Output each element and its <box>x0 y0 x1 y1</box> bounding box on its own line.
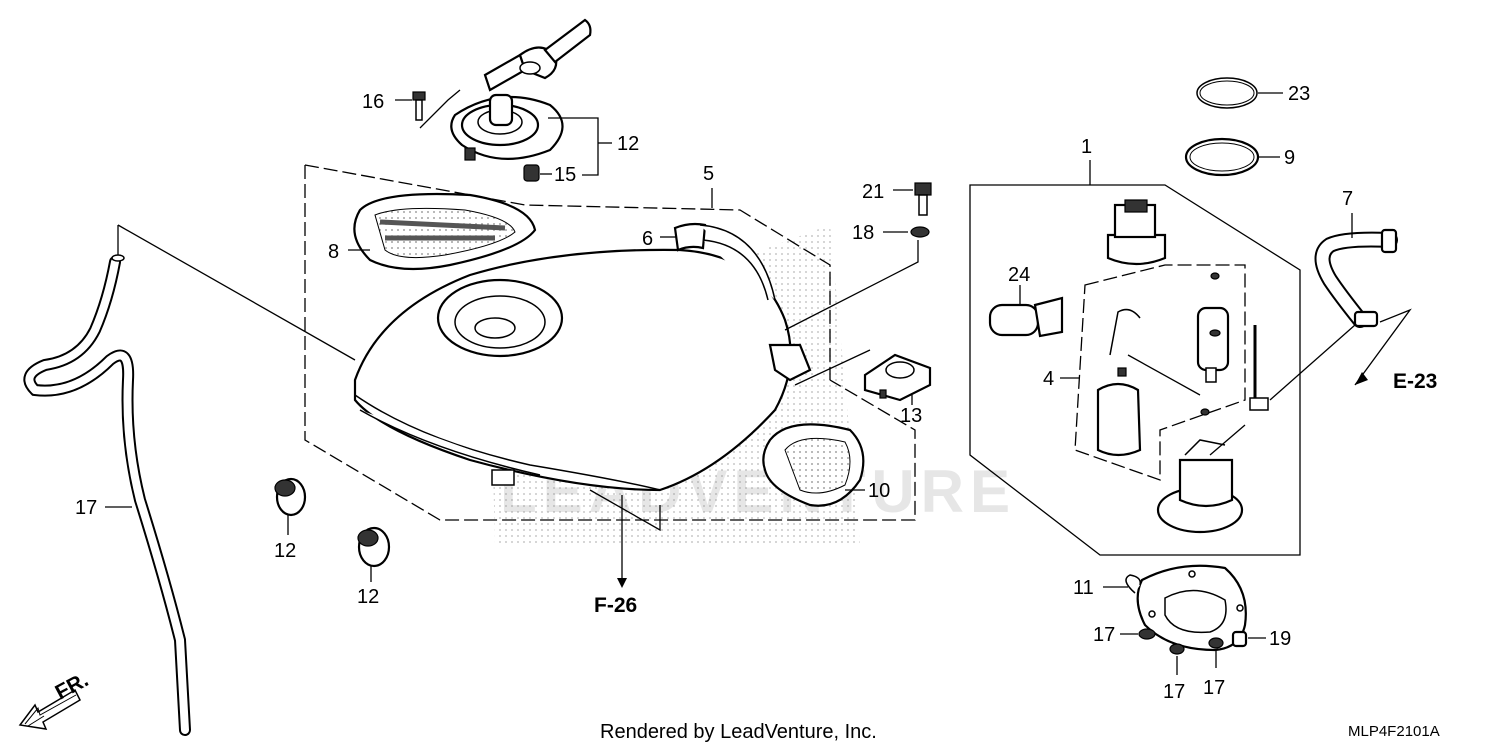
callout-12b: 12 <box>357 586 379 608</box>
callout-21: 17 <box>75 497 97 519</box>
bolt-16[interactable] <box>412 91 426 121</box>
washer-19[interactable] <box>910 226 930 238</box>
callout-23: 23 <box>1288 83 1310 105</box>
callout-7: 7 <box>1342 188 1353 210</box>
cover-10[interactable] <box>762 423 865 507</box>
callout-17b: 17 <box>1163 681 1185 703</box>
callout-8: 8 <box>328 241 339 263</box>
bolt-22[interactable] <box>914 182 932 216</box>
footer-credit: Rendered by LeadVenture, Inc. <box>600 721 877 743</box>
clip-13[interactable] <box>863 353 932 402</box>
callout-17a: 17 <box>1093 624 1115 646</box>
callout-6: 6 <box>642 228 653 250</box>
cover-8[interactable] <box>353 192 537 271</box>
nut-17-c[interactable] <box>1208 637 1224 649</box>
callout-15: 15 <box>554 164 576 186</box>
tank-group-box-bottom <box>304 165 916 521</box>
retainer-plate-11[interactable] <box>1125 564 1247 652</box>
callout-17c: 17 <box>1203 677 1225 699</box>
diagram-code: MLP4F2101A <box>1348 723 1440 740</box>
nut-17-a[interactable] <box>1138 628 1156 640</box>
callout-5: 5 <box>703 163 714 185</box>
gasket-9[interactable] <box>1184 137 1260 177</box>
callout-18: 19 <box>1269 628 1291 650</box>
front-arrow-icon <box>18 688 81 730</box>
callout-22: 21 <box>862 181 884 203</box>
callout-9: 9 <box>1284 147 1295 169</box>
filter-cup-4[interactable] <box>1096 382 1142 457</box>
front-label: FR. <box>52 668 93 704</box>
rubber-12-a[interactable] <box>274 477 307 517</box>
seal-ring-23[interactable] <box>1196 77 1258 109</box>
callout-24: 24 <box>1008 264 1030 286</box>
fuel-pump-top[interactable] <box>1106 199 1167 266</box>
callout-10: 10 <box>868 480 890 502</box>
fuel-pump-base[interactable] <box>1156 439 1244 534</box>
hose-21[interactable] <box>23 254 191 736</box>
fuel-tank-5[interactable] <box>353 248 812 492</box>
tube-6[interactable] <box>673 222 776 301</box>
nut-18[interactable] <box>1231 630 1248 648</box>
callout-11: 11 <box>1073 577 1094 599</box>
callout-4: 4 <box>1043 368 1054 390</box>
filter-24[interactable] <box>988 296 1064 338</box>
hose-7[interactable] <box>1314 228 1398 328</box>
fuel-pump-body[interactable] <box>1196 306 1230 383</box>
callout-13: 13 <box>900 405 922 427</box>
callout-19: 18 <box>852 222 874 244</box>
callout-12a: 12 <box>274 540 296 562</box>
rubber-12-b[interactable] <box>357 526 391 568</box>
callout-16: 16 <box>362 91 384 113</box>
fuel-cap-assembly[interactable] <box>450 18 592 161</box>
spring-clip[interactable] <box>1109 308 1141 377</box>
callout-14: 12 <box>617 133 639 155</box>
ref-e23[interactable]: E-23 <box>1393 370 1437 393</box>
cap-15[interactable] <box>523 164 540 182</box>
pump-group-box <box>969 184 1301 556</box>
tank-group-box-top <box>304 164 831 380</box>
nut-17-b[interactable] <box>1169 643 1185 655</box>
ref-f26[interactable]: F-26 <box>594 594 637 617</box>
callout-1: 1 <box>1081 136 1092 158</box>
level-sender[interactable] <box>1249 325 1269 411</box>
